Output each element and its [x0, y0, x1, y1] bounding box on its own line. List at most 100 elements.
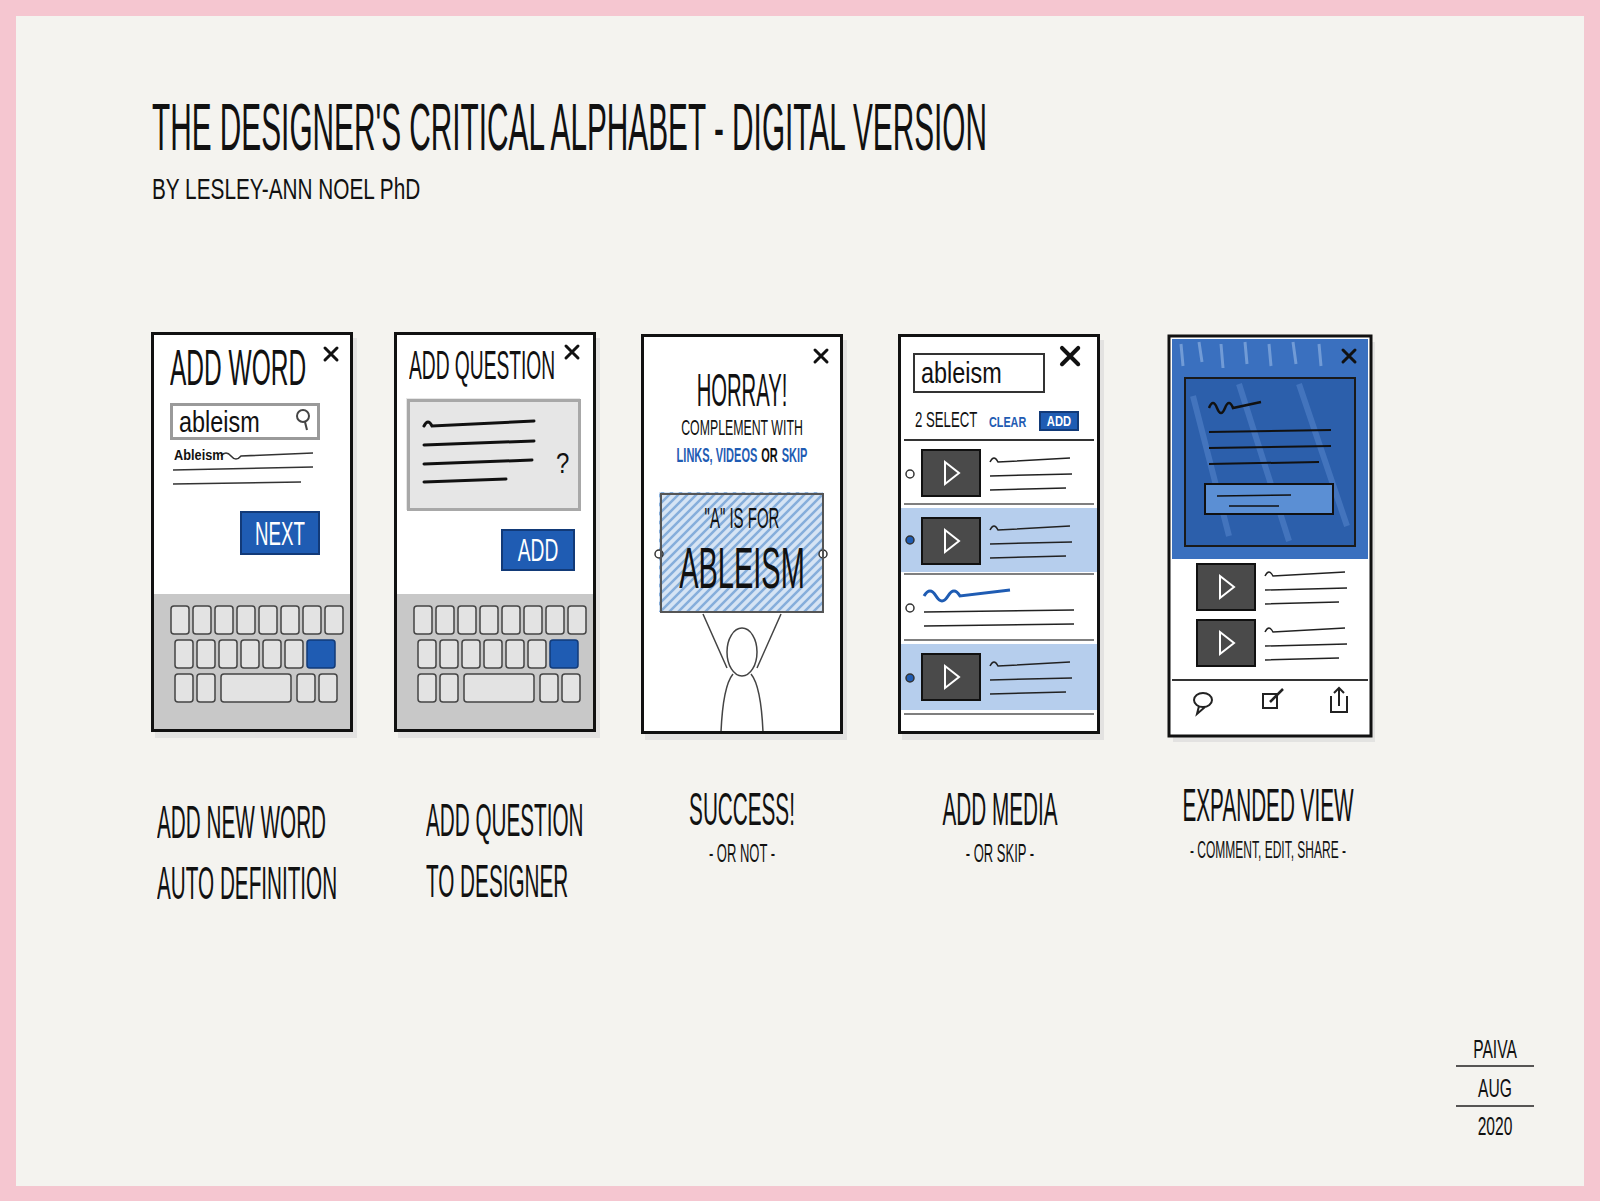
title: THE DESIGNER'S CRITICAL ALPHABET - DIGIT… — [152, 94, 987, 160]
screen-caption: EXPANDED VIEW — [1148, 782, 1388, 828]
next-button: NEXT — [240, 511, 320, 555]
screen-expanded-view-part — [1217, 495, 1291, 506]
screen-add-media-part — [922, 654, 980, 700]
node-text: CLEAR — [989, 414, 1033, 429]
screen-add-media-part — [922, 450, 980, 496]
screen-expanded-view-part — [1193, 384, 1347, 541]
phone-screen: ADD QUESTION?ADD — [394, 332, 596, 732]
screen-add-media-part — [990, 458, 1072, 490]
screen-expanded-view-part — [1331, 688, 1347, 712]
screen-expanded-view-part — [1197, 706, 1205, 714]
screen-add-question — [394, 332, 596, 732]
screen-add-media-part — [1062, 348, 1078, 364]
screen-add-media-part — [898, 334, 1100, 734]
screen-add-question-part — [397, 594, 593, 729]
search-field: ableism — [170, 403, 320, 440]
screen-success-part — [721, 674, 763, 732]
screen-add-media-part — [922, 518, 980, 564]
node-text: Ableism — [174, 447, 234, 462]
screen-add-word-part — [151, 332, 353, 732]
screen-add-media-part — [906, 674, 914, 682]
screen-add-media-part — [906, 470, 914, 478]
screen-expanded-view-part — [1169, 336, 1371, 736]
add-button: ADD — [1039, 411, 1079, 431]
node-text: COMPLEMENT WITH — [660, 417, 824, 439]
screen-expanded-view-part — [1205, 484, 1333, 514]
question-box: ? — [407, 399, 581, 511]
screen-success-part — [815, 350, 827, 362]
screen-caption: ADD NEW WORD AUTO DEFINITION — [157, 792, 357, 914]
screen-add-question-part — [424, 421, 534, 482]
screen-add-media-part — [904, 504, 1094, 714]
phone-screen: HORRAY! COMPLEMENT WITH LINKS, VIDEOSORSKI… — [641, 334, 843, 734]
node-text: ADD — [1043, 414, 1075, 428]
screen-add-media-part — [904, 439, 1094, 441]
node-text: HORRAY! — [678, 367, 806, 413]
add-button: ADD — [501, 529, 575, 571]
screen-success — [641, 334, 843, 734]
screen-add-media-part — [990, 662, 1072, 694]
screen-expanded-view-part — [1185, 378, 1355, 546]
link-text: SKIP — [782, 444, 808, 466]
screen-add-word-part — [154, 594, 350, 729]
screen-success-part — [727, 628, 757, 676]
screen-add-word-part — [325, 348, 337, 360]
node-text: NEXT — [246, 516, 314, 550]
screen-add-word-part — [305, 422, 307, 430]
screen-expanded-view-part — [1194, 693, 1212, 707]
node-text: ableism — [921, 358, 1031, 388]
screen-add-question-part — [394, 332, 596, 732]
protest-sign: "A" IS FOR ABLEISM — [660, 493, 824, 613]
caption-note: - OR NOT - — [642, 840, 842, 866]
screen-expanded-view-part — [1197, 564, 1255, 610]
screen-add-media-part — [901, 644, 1097, 710]
node-text: ? — [556, 448, 574, 478]
screen-success-part — [641, 334, 843, 734]
screen-add-question-part — [566, 346, 578, 358]
screen-expanded-view-part — [1265, 572, 1347, 604]
search-field: ableism — [913, 353, 1045, 393]
screen-expanded-view-part — [1265, 628, 1347, 660]
node-text: ABLEISM — [666, 539, 818, 597]
screen-expanded-view-part — [1197, 620, 1255, 666]
screen-add-media-part — [990, 526, 1072, 558]
link-row: LINKS, VIDEOSORSKIP — [654, 445, 830, 465]
screen-expanded-view-part — [1343, 350, 1355, 362]
screen-add-media-part — [906, 536, 914, 544]
node-text: ADD — [507, 534, 569, 566]
phone-screen: 2 SELECTCLEAR ableismADD — [898, 334, 1100, 734]
screen-add-word — [151, 332, 353, 732]
signature-date: 2020 — [1455, 1113, 1535, 1139]
screen-caption: ADD QUESTION TO DESIGNER — [426, 790, 598, 912]
screen-success-part — [659, 492, 823, 612]
subtitle: BY LESLEY-ANN NOEL PhD — [152, 174, 420, 204]
signature: PAIVA — [1455, 1036, 1535, 1062]
screen-expanded-view-part — [1169, 336, 1371, 736]
signature-rules — [1456, 1066, 1534, 1106]
link-text: OR — [761, 444, 778, 466]
screen-add-media-part — [924, 590, 1010, 601]
node-text: 2 SELECT — [915, 409, 991, 431]
screen-expanded-view — [1169, 336, 1371, 736]
screen-caption: ADD MEDIA — [900, 786, 1100, 832]
screen-expanded-view-part — [1270, 689, 1283, 702]
screen-caption: SUCCESS! — [642, 786, 842, 832]
screen-expanded-view-part — [1209, 402, 1261, 413]
paper — [16, 16, 1584, 1186]
node-text: ableism — [179, 407, 289, 437]
screen-add-question-part — [406, 398, 580, 510]
screen-add-media-part — [901, 508, 1097, 572]
node-text: "A" IS FOR — [666, 503, 818, 533]
caption-note: - COMMENT, EDIT, SHARE - — [1128, 838, 1408, 862]
caption-note: - OR SKIP - — [900, 840, 1100, 866]
link-text: LINKS, VIDEOS — [677, 444, 758, 466]
screen-expanded-view-part — [1209, 430, 1331, 464]
signature-date: AUG — [1455, 1075, 1535, 1101]
phone-screen: ADD WORD Ableism ableismNEXT — [151, 332, 353, 732]
node-text: ADD WORD — [170, 343, 320, 393]
screen-add-media — [898, 334, 1100, 734]
screen-add-word-part — [297, 410, 309, 422]
screen-expanded-view-part — [1172, 679, 1368, 681]
screen-add-media-part — [906, 604, 914, 612]
